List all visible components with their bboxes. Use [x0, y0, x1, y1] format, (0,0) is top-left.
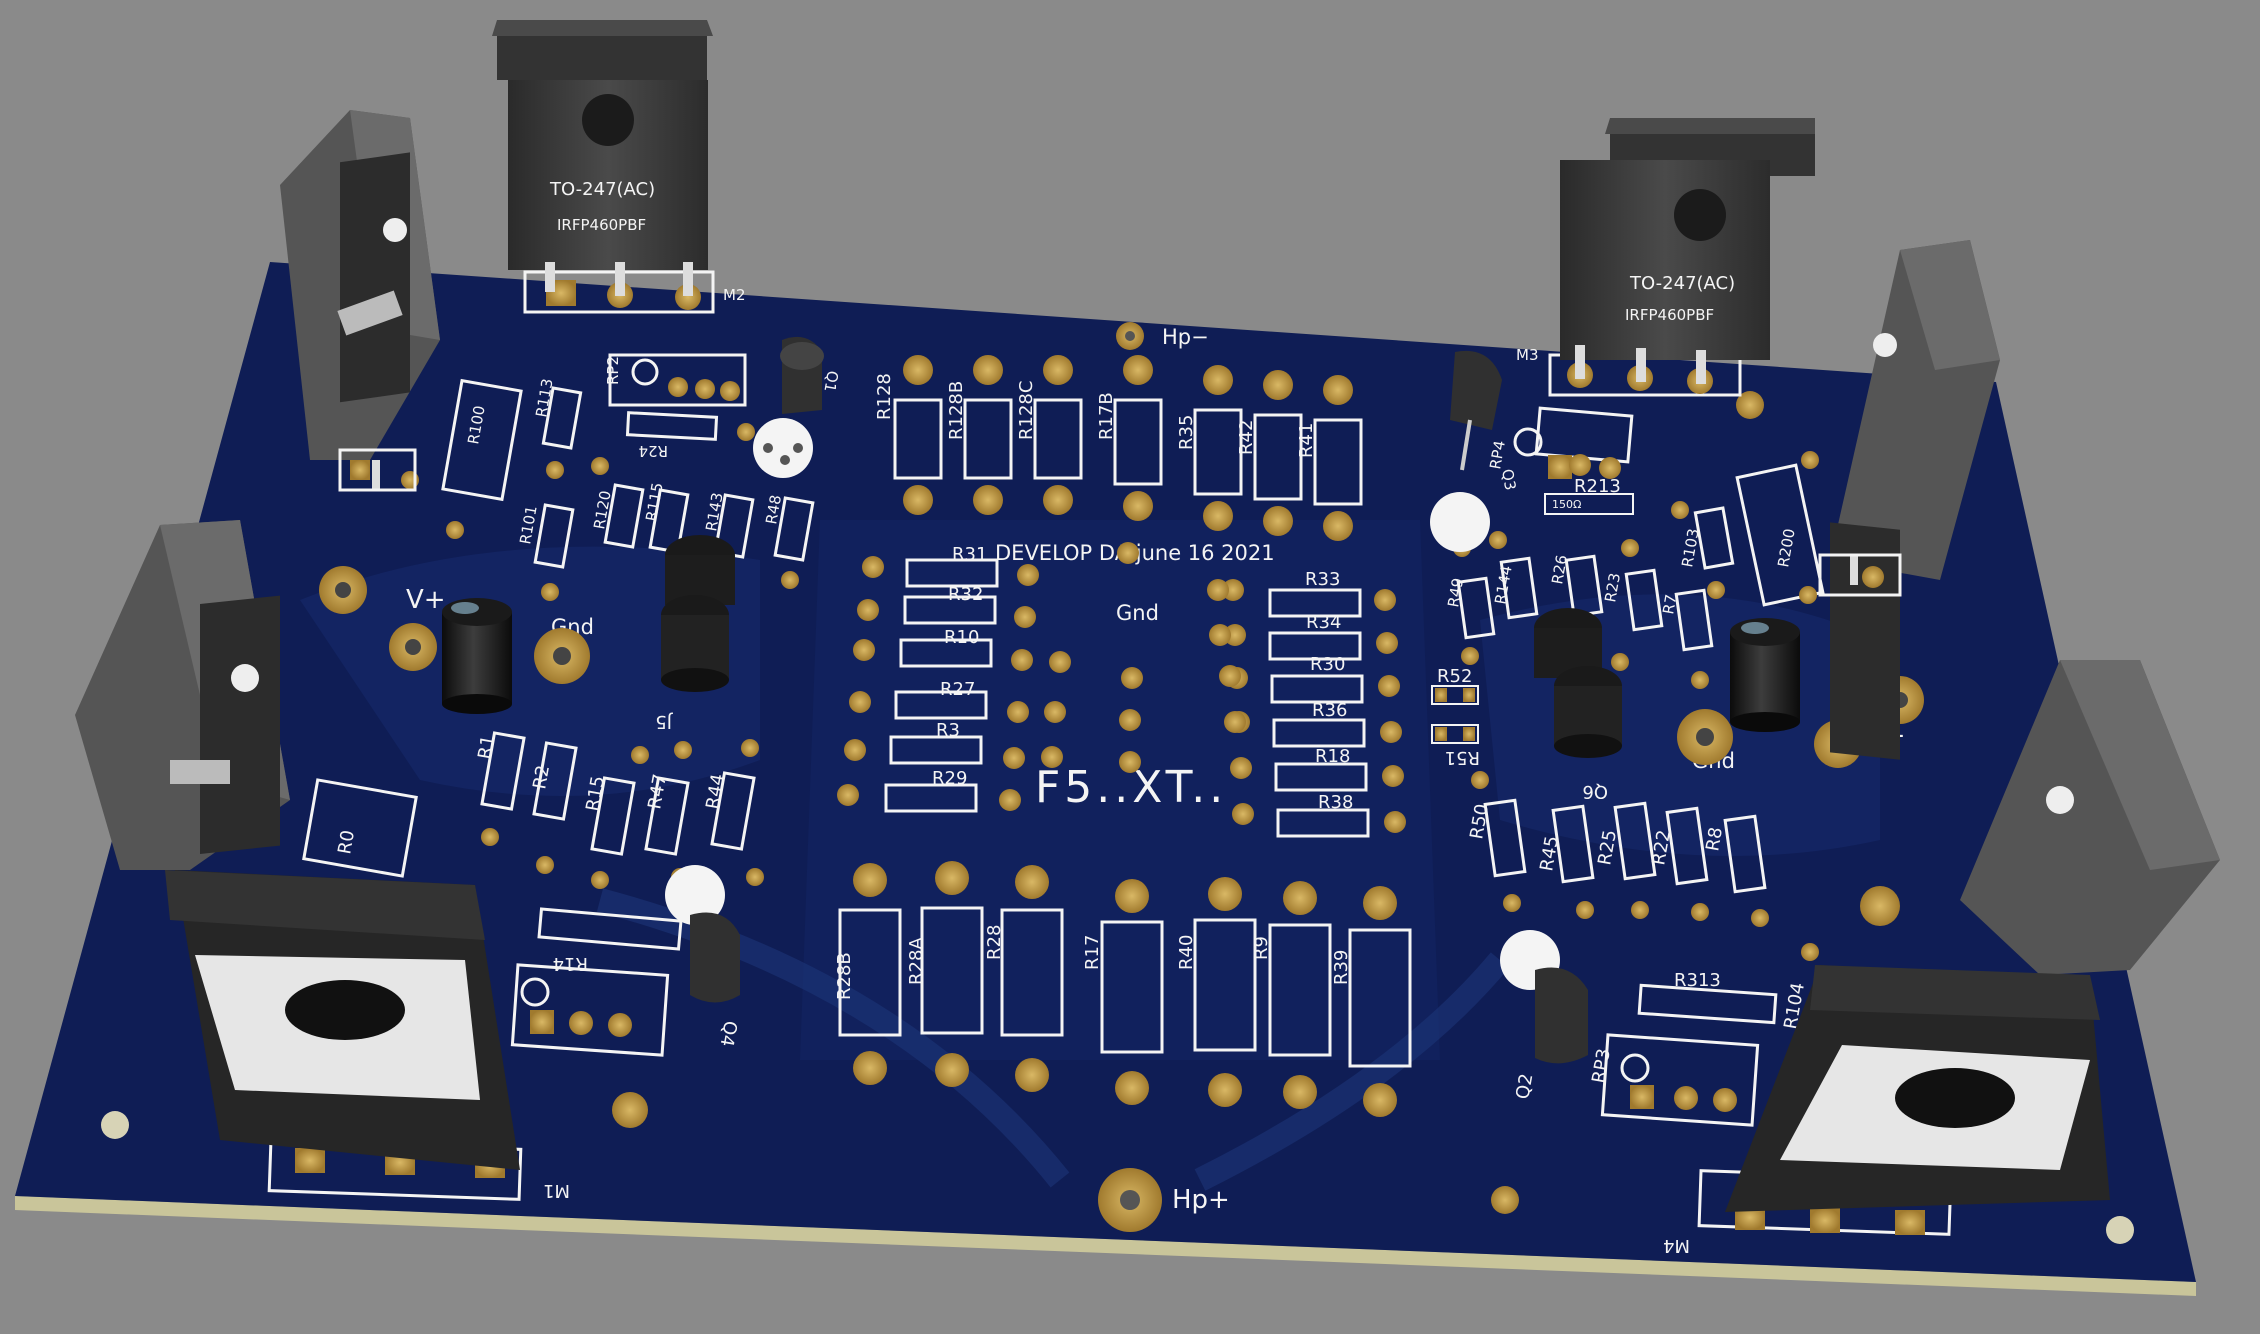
label-r49: R49	[1444, 577, 1467, 609]
label-q3: Q3	[1498, 468, 1519, 492]
label-q1: Q1	[820, 369, 841, 393]
label-r48: R48	[762, 494, 785, 526]
q6-transistor-pair	[1534, 608, 1622, 758]
label-r39: R39	[1331, 950, 1352, 985]
label-r28a: R28A	[906, 937, 927, 985]
label-r33: R33	[1305, 569, 1340, 590]
label-r313: R313	[1674, 970, 1721, 991]
label-m4: M4	[1663, 1235, 1690, 1256]
label-m2: M2	[723, 286, 746, 304]
label-r42: R42	[1236, 420, 1257, 455]
label-r51: R51	[1445, 747, 1480, 768]
q1-transistor	[753, 336, 824, 478]
label-r10: R10	[944, 627, 979, 648]
mosfet-m1: M1	[165, 870, 570, 1201]
label-r128: R128	[874, 373, 895, 420]
label-r213: R213	[1574, 476, 1621, 497]
hp-plus-terminal: Hp+	[1098, 1168, 1230, 1232]
label-r24: R24	[638, 442, 668, 460]
label-r30: R30	[1310, 654, 1345, 675]
label-r38: R38	[1318, 792, 1353, 813]
label-r23: R23	[1601, 572, 1624, 604]
capacitor-right	[1730, 618, 1800, 732]
gnd-center-label: Gnd	[1116, 601, 1159, 625]
label-j5: J5	[655, 711, 673, 732]
center-top-resistors: R128 R128B R128C R17B R35 R42 R41	[874, 355, 1363, 541]
side-device-right-top	[1818, 240, 2000, 760]
v-plus-label: V+	[406, 585, 446, 615]
label-r34: R34	[1306, 612, 1341, 633]
label-rp2: RP2	[604, 356, 622, 385]
label-r35: R35	[1176, 415, 1197, 450]
center-right-resistors: R33 R34 R30 R36 R18 R38	[1117, 542, 1406, 838]
label-r32: R32	[948, 584, 983, 605]
mosfet-m2: M2 TO-247(AC) IRFP460PBF	[492, 20, 746, 314]
q4-transistor	[665, 865, 740, 1003]
label-r1: R1	[474, 734, 499, 761]
label-q6: Q6	[1582, 781, 1608, 802]
label-r36: R36	[1312, 700, 1347, 721]
center-bottom-resistors: R28B R28A R28 R17 R40 R9 R39	[834, 861, 1412, 1117]
label-r29: R29	[932, 768, 967, 789]
label-r7: R7	[1659, 593, 1680, 616]
label-r26: R26	[1548, 554, 1571, 586]
label-r31: R31	[952, 544, 987, 565]
mosfet-m4: M4	[1663, 965, 2110, 1256]
label-r9: R9	[1251, 936, 1272, 960]
m3-part-label: IRFP460PBF	[1625, 306, 1714, 324]
label-r2: R2	[529, 764, 554, 791]
m2-part-label: IRFP460PBF	[557, 216, 646, 234]
side-device-left-mid	[75, 520, 290, 870]
label-r27: R27	[940, 679, 975, 700]
side-device-left-top	[280, 110, 440, 492]
label-r0: R0	[334, 829, 359, 856]
m2-package-label: TO-247(AC)	[549, 179, 655, 200]
m3-package-label: TO-247(AC)	[1629, 273, 1735, 294]
label-r52: R52	[1437, 666, 1472, 687]
hp-plus-label: Hp+	[1172, 1185, 1230, 1215]
label-r28b: R28B	[834, 952, 855, 1000]
label-r28: R28	[984, 925, 1005, 960]
label-r3: R3	[936, 720, 960, 741]
label-m3: M3	[1516, 346, 1539, 364]
label-q2: Q2	[1512, 1072, 1537, 1101]
hp-minus-label: Hp−	[1162, 325, 1209, 349]
label-r213-value: 150Ω	[1552, 498, 1581, 511]
label-r18: R18	[1315, 746, 1350, 767]
center-left-resistors: R31 R32 R10 R27 R3 R29	[837, 544, 1071, 813]
label-r128b: R128B	[946, 381, 967, 440]
label-r17: R17	[1082, 935, 1103, 970]
label-m1: M1	[543, 1180, 570, 1201]
label-r8: R8	[1702, 826, 1727, 853]
label-r41: R41	[1296, 423, 1317, 458]
q3-transistor	[1430, 350, 1502, 552]
label-rp4: RP4	[1486, 439, 1509, 471]
hp-minus-terminal: Hp−	[1116, 322, 1209, 350]
label-r128c: R128C	[1016, 381, 1037, 440]
q2-transistor	[1500, 930, 1588, 1064]
capacitor-left	[442, 598, 512, 714]
mosfet-m3: M3 TO-247(AC) IRFP460PBF	[1516, 118, 1815, 397]
label-r40: R40	[1176, 935, 1197, 970]
j5-transistor-pair	[661, 535, 735, 692]
label-q4: Q4	[716, 1019, 741, 1048]
label-r17b: R17B	[1096, 392, 1117, 440]
